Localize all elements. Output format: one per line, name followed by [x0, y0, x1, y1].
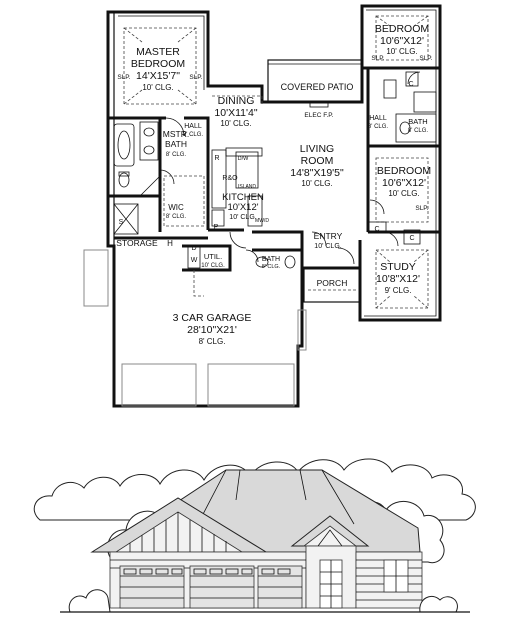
- wic-name: WIC: [168, 203, 184, 212]
- fireplace: [309, 101, 329, 108]
- bathtub: [113, 123, 135, 167]
- kitchen-name: KITCHEN: [222, 192, 264, 203]
- garage-name: 3 CAR GARAGE: [173, 312, 252, 324]
- bath-small-ceiling: 8' CLG.: [262, 264, 281, 270]
- kitchen-ceiling: 10' CLG.: [229, 214, 256, 221]
- kitchen-island: [235, 151, 259, 189]
- closet-right-1: C: [408, 81, 413, 88]
- slp-bedroom2: SLP.: [415, 205, 428, 212]
- dining-dims: 10'X11'4": [214, 107, 257, 119]
- dining-ceiling: 10' CLG.: [220, 119, 251, 128]
- dw-label: D/W: [238, 156, 250, 162]
- closet-right-2: C: [374, 226, 379, 233]
- covered-patio-label: COVERED PATIO: [281, 82, 354, 92]
- bedroom2-name: BEDROOM: [377, 165, 431, 177]
- closet-right-3: C: [409, 235, 414, 242]
- bedroom1-ceiling: 10' CLG.: [386, 47, 417, 56]
- bedroom2-ceiling: 10' CLG.: [388, 189, 419, 198]
- slp-master-left: SLP.: [117, 74, 130, 81]
- master-name-1: MASTER: [136, 46, 180, 58]
- entry-name: ENTRY: [314, 231, 343, 241]
- mstr-bath-name-1: MSTR.: [163, 129, 189, 139]
- master-name-2: BEDROOM: [131, 58, 185, 70]
- slp-master-right: SLP.: [189, 74, 202, 81]
- porch-label: PORCH: [317, 278, 348, 288]
- porch-outline: [303, 267, 361, 303]
- elec-fp-label: ELEC F.P.: [304, 112, 333, 119]
- ground-shrubs-right: [419, 596, 458, 613]
- util-name: UTIL.: [204, 252, 222, 261]
- study-name: STUDY: [380, 261, 416, 273]
- slp-bedroom1-left: SLP.: [371, 55, 384, 62]
- study-dims: 10'8"X12': [376, 273, 420, 285]
- bedroom2-dims: 10'6"X12': [382, 177, 426, 189]
- shower-label: S: [119, 219, 124, 226]
- island-label: ISLAND: [238, 184, 256, 190]
- shower: [113, 203, 139, 235]
- living-name-1: LIVING: [300, 143, 334, 155]
- hall-right-name: HALL: [369, 115, 387, 122]
- garage-door-2: [207, 363, 295, 407]
- front-elevation: [33, 458, 476, 613]
- dryer-label: D: [191, 245, 196, 252]
- pantry-label: P: [214, 224, 219, 231]
- garage-dims: 28'10"X21': [187, 324, 237, 336]
- mwd-label: MW/D: [255, 218, 269, 224]
- ref-label: R: [214, 155, 219, 162]
- kitchen-dims: 10'X12': [227, 202, 258, 213]
- entry-ceiling: 10' CLG.: [314, 243, 341, 250]
- water-heater-label: H: [167, 239, 173, 248]
- master-dims: 14'X15'7": [136, 70, 180, 82]
- bath-right-name: BATH: [408, 117, 427, 126]
- wic-ceiling: 8' CLG.: [166, 214, 186, 220]
- bath-small-name: BATH: [262, 256, 280, 263]
- mstr-bath-name-2: BATH: [165, 139, 187, 149]
- hall-right-ceiling: 8' CLG.: [368, 124, 388, 130]
- garage-ceiling: 8' CLG.: [199, 337, 226, 346]
- living-dims: 14'8"X19'5": [290, 167, 344, 179]
- garage-door-1: [121, 363, 197, 407]
- util-ceiling: 10' CLG.: [201, 263, 225, 269]
- dining-name: DINING: [218, 95, 255, 107]
- bedroom1-dims: 10'6"X12': [380, 35, 424, 47]
- floor-plan: [83, 4, 442, 408]
- covered-patio-outline: [267, 59, 363, 103]
- study-ceiling: 9' CLG.: [385, 286, 412, 295]
- mstr-bath-ceiling: 8' CLG.: [166, 152, 186, 158]
- slp-bedroom1-right: SLP.: [419, 55, 432, 62]
- master-ceiling: 10' CLG.: [142, 83, 173, 92]
- vanity: [139, 121, 159, 161]
- room-labels: MASTER BEDROOM 14'X15'7" 10' CLG. SLP. S…: [116, 23, 433, 346]
- storage-label: STORAGE: [116, 238, 158, 248]
- bath-right-ceiling: 8' CLG.: [408, 128, 428, 134]
- ro-label: R&O: [222, 175, 238, 182]
- bedroom1-name: BEDROOM: [375, 23, 429, 35]
- living-ceiling: 10' CLG.: [301, 179, 332, 188]
- living-name-2: ROOM: [301, 155, 334, 167]
- ground-shrubs-left: [68, 589, 111, 613]
- washer-label: W: [191, 257, 198, 264]
- hall-left-ceiling: 8' CLG.: [183, 132, 203, 138]
- hall-left-name: HALL: [184, 123, 202, 130]
